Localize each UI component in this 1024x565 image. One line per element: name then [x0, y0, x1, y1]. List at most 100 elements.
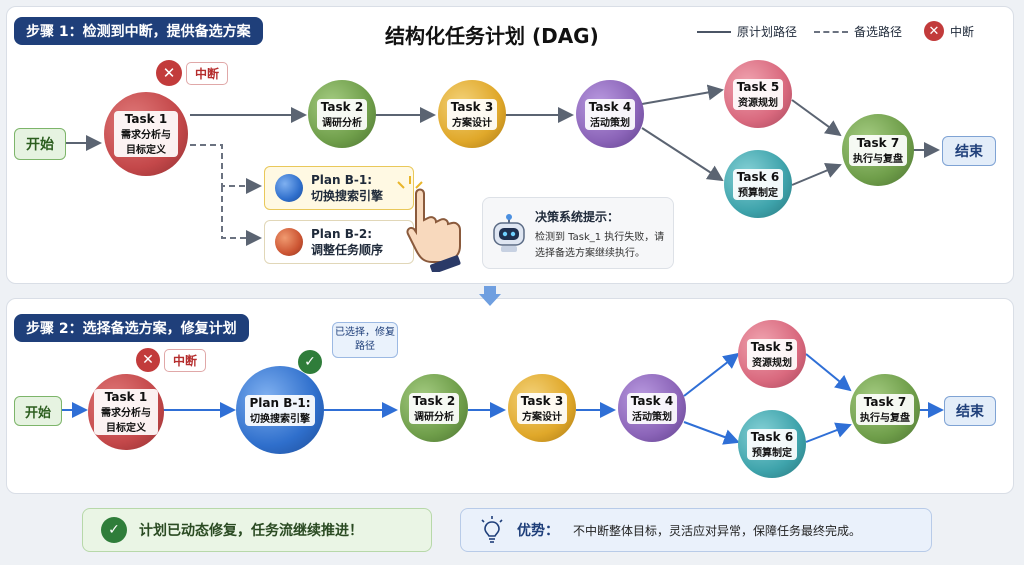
s2-interrupt-alert: ✕ 中断 [136, 348, 207, 372]
edge-s1-t4-t6 [641, 127, 724, 182]
s1-task-5[interactable]: Task 5 资源规划 [724, 60, 792, 128]
x-circle-icon: ✕ [156, 60, 182, 86]
edge-s1-t5-t7 [791, 99, 842, 137]
step1-badge: 步骤 1：检测到中断，提供备选方案 [14, 17, 263, 45]
advantage-banner: 优势： 不中断整体目标，灵活应对异常，保障任务最终完成。 [460, 508, 932, 552]
s1-task-6-id: Task 6 [736, 169, 780, 184]
s2-start-node[interactable]: 开始 [14, 396, 62, 426]
solid-line-icon [697, 30, 731, 33]
check-circle-icon: ✓ [298, 350, 322, 374]
step2-badge: 步骤 2：选择备选方案，修复计划 [14, 314, 249, 342]
s1-task-3-name: 方案设计 [451, 117, 492, 129]
s2-task-3-name: 方案设计 [521, 411, 562, 423]
s2-interrupt-tag: 中断 [164, 348, 207, 372]
legend-alternate-label: 备选路径 [854, 25, 903, 39]
s2-task-3-id: Task 3 [520, 393, 564, 408]
edge-s1-alt-b2 [221, 186, 262, 246]
s2-task-5-id: Task 5 [750, 339, 794, 354]
yarn-ball-icon [275, 174, 303, 202]
s2-end-node[interactable]: 结束 [944, 396, 996, 426]
s1-interrupt-tag: 中断 [186, 61, 229, 85]
x-circle-icon: ✕ [924, 21, 944, 41]
s2-task-1-id: Task 1 [104, 390, 148, 404]
s2-plan-b1-id: Plan B-1: [249, 395, 311, 410]
x-circle-icon: ✕ [136, 348, 160, 372]
s2-task-4-id: Task 4 [630, 393, 674, 408]
edge-s2-t4-t6 [683, 421, 740, 445]
check-circle-icon: ✓ [101, 517, 127, 543]
s2-task-4-name: 活动策划 [631, 411, 672, 423]
s2-task-2-id: Task 2 [412, 393, 456, 408]
success-text: 计划已动态修复，任务流继续推进！ [139, 523, 363, 539]
s2-task-2-name: 调研分析 [413, 411, 454, 423]
s1-task-1-id: Task 1 [124, 112, 168, 126]
s2-task-7[interactable]: Task 7 执行与复盘 [850, 374, 920, 444]
success-banner: ✓ 计划已动态修复，任务流继续推进！ [82, 508, 432, 552]
s1-end-node[interactable]: 结束 [942, 136, 996, 166]
s1-task-7-id: Task 7 [856, 135, 900, 150]
s1-task-1-name: 需求分析与目标定义 [121, 130, 171, 156]
s1-task-5-id: Task 5 [736, 79, 780, 94]
edge-s1-t6-t7 [791, 163, 842, 186]
plan-b2-option[interactable]: Plan B-2:调整任务顺序 [264, 220, 414, 264]
s1-task-6-name: 预算制定 [737, 187, 778, 199]
legend-original-label: 原计划路径 [737, 25, 798, 39]
s2-task-6-id: Task 6 [750, 429, 794, 444]
s1-task-7-name: 执行与复盘 [853, 153, 903, 165]
yarn-ball-icon [275, 228, 303, 256]
robot-icon [493, 214, 525, 252]
hint-text: 检测到 Task_1 执行失败，请选择备选方案继续执行。 [535, 232, 665, 259]
s2-task-5-name: 资源规划 [751, 357, 792, 369]
pointing-hand-icon [397, 176, 461, 272]
s1-task-2-name: 调研分析 [321, 117, 362, 129]
s2-task-2[interactable]: Task 2 调研分析 [400, 374, 468, 442]
legend-original: 原计划路径 [697, 23, 797, 40]
s1-task-3-id: Task 3 [450, 99, 494, 114]
plan-b1-option[interactable]: Plan B-1:切换搜索引擎 [264, 166, 414, 210]
plan-b2-id: Plan B-2: [311, 226, 373, 241]
s1-task-7[interactable]: Task 7 执行与复盘 [842, 114, 914, 186]
edge-s2-t6-t7 [805, 422, 852, 443]
s1-task-4-id: Task 4 [588, 99, 632, 114]
s1-task-5-name: 资源规划 [737, 97, 778, 109]
s1-interrupt-alert: ✕ 中断 [156, 60, 229, 86]
s1-task-6[interactable]: Task 6 预算制定 [724, 150, 792, 218]
edge-s1-t4-t5 [641, 84, 724, 105]
plan-b2-name: 调整任务顺序 [311, 242, 384, 257]
dashed-line-icon [814, 30, 848, 33]
page-title: 结构化任务计划 (DAG) [385, 24, 599, 48]
s2-task-3[interactable]: Task 3 方案设计 [508, 374, 576, 442]
s1-task-1[interactable]: Task 1 需求分析与目标定义 [104, 92, 188, 176]
edge-s1-alt-b1 [190, 144, 262, 194]
decision-hint-box: 决策系统提示： 检测到 Task_1 执行失败，请选择备选方案继续执行。 [482, 197, 674, 269]
down-arrow-icon [479, 286, 501, 306]
s2-task-1-name: 需求分析与目标定义 [101, 408, 151, 434]
legend-interrupt-label: 中断 [950, 24, 975, 39]
s2-plan-b1-name: 切换搜索引擎 [249, 413, 310, 425]
s1-task-4[interactable]: Task 4 活动策划 [576, 80, 644, 148]
s2-plan-b1[interactable]: Plan B-1: 切换搜索引擎 [236, 366, 324, 454]
advantage-label: 优势： [517, 523, 559, 539]
plan-b1-id: Plan B-1: [311, 172, 373, 187]
s2-task-6[interactable]: Task 6 预算制定 [738, 410, 806, 478]
s1-task-4-name: 活动策划 [589, 117, 630, 129]
s1-task-2-id: Task 2 [320, 99, 364, 114]
s2-task-1[interactable]: Task 1 需求分析与目标定义 [88, 374, 164, 450]
advantage-text: 不中断整体目标，灵活应对异常，保障任务最终完成。 [573, 523, 862, 538]
plan-b1-name: 切换搜索引擎 [311, 188, 384, 203]
edge-s2-t4-t5 [683, 352, 740, 397]
legend-interrupt: ✕ 中断 [924, 21, 974, 41]
lightbulb-icon [481, 516, 503, 543]
s2-task-5[interactable]: Task 5 资源规划 [738, 320, 806, 388]
s2-task-7-name: 执行与复盘 [860, 412, 910, 424]
edge-s2-t5-t7 [805, 353, 852, 392]
s2-task-7-id: Task 7 [863, 394, 907, 409]
s2-task-6-name: 预算制定 [751, 447, 792, 459]
s1-task-3[interactable]: Task 3 方案设计 [438, 80, 506, 148]
s1-task-2[interactable]: Task 2 调研分析 [308, 80, 376, 148]
s2-task-4[interactable]: Task 4 活动策划 [618, 374, 686, 442]
s1-start-node[interactable]: 开始 [14, 128, 66, 160]
selected-path-note: 已选择，修复路径 [332, 322, 398, 358]
hint-title: 决策系统提示： [535, 210, 620, 224]
